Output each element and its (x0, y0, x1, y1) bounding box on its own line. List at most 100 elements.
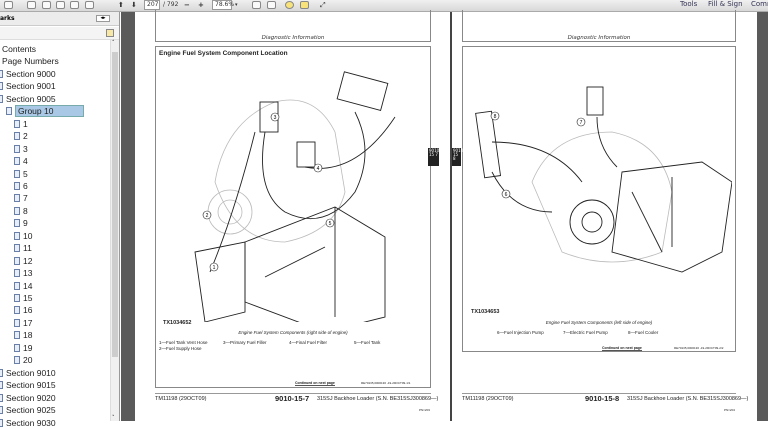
bookmark-icon (14, 144, 20, 153)
content-box (462, 46, 736, 352)
page-number-input[interactable]: 207 (144, 0, 160, 10)
bookmark-item[interactable]: 19 (14, 343, 32, 354)
bookmark-item[interactable]: Group 10 (6, 105, 85, 118)
bookmark-item[interactable]: Section 9001 (0, 81, 56, 92)
bookmark-icon (6, 107, 12, 116)
footer-rule (462, 393, 736, 394)
side-tab: 9010 15 8 (452, 148, 463, 166)
figure-caption: Engine Fuel System Components (left side… (545, 320, 653, 325)
bookmark-item[interactable]: 12 (14, 256, 32, 267)
bookmark-icon (14, 343, 20, 352)
bookmark-item[interactable]: Section 9000 (0, 69, 56, 80)
bookmark-item[interactable]: 16 (14, 305, 32, 316)
legend-item: 2—Fuel Supply Hose (159, 346, 202, 351)
legend-item: 7—Electric Fuel Pump (563, 330, 608, 335)
bookmark-icon (0, 418, 3, 427)
collapse-panel-button[interactable]: ◂▸ (96, 15, 110, 22)
prev-page-icon[interactable]: ⬆ (118, 1, 124, 9)
bookmark-label: Section 9000 (6, 68, 56, 79)
bookmark-item[interactable]: 13 (14, 268, 32, 279)
create-icon[interactable] (4, 1, 13, 9)
bookmark-item[interactable]: 1 (14, 119, 28, 130)
scroll-up-icon[interactable]: ˄ (112, 40, 115, 46)
bookmark-item[interactable]: Section 9010 (0, 368, 56, 379)
fullscreen-icon[interactable]: ⤢ (320, 1, 326, 9)
bookmark-item[interactable]: 3 (14, 144, 28, 155)
upload-icon[interactable] (42, 1, 51, 9)
bookmark-label: Section 9015 (6, 380, 56, 391)
bookmark-icon (14, 356, 20, 365)
highlight-icon[interactable] (300, 1, 309, 9)
bookmark-item[interactable]: Section 9020 (0, 393, 56, 404)
bookmark-item[interactable]: Section 9030 (0, 418, 56, 429)
bookmark-label: 10 (23, 230, 33, 241)
bookmark-item[interactable]: 4 (14, 156, 28, 167)
page-total: / 792 (163, 1, 179, 8)
legend-item: 1—Fuel Tank Vent Hose (159, 340, 208, 345)
bookmark-item[interactable]: 11 (14, 243, 32, 254)
bookmark-item[interactable]: 7 (14, 193, 28, 204)
bookmark-item[interactable]: Contents (2, 44, 36, 55)
bookmark-label: Section 9025 (6, 405, 56, 416)
footer-rule (155, 393, 431, 394)
bookmark-item[interactable]: 6 (14, 181, 28, 192)
fill-sign-tab[interactable]: Fill & Sign (708, 0, 743, 8)
comment-tab[interactable]: Comm (751, 0, 768, 8)
figure-id: TX1034652 (163, 320, 192, 326)
footer-page-number: 9010-15-7 (275, 394, 310, 403)
bookmark-label: 12 (23, 255, 33, 266)
scroll-down-icon[interactable]: ˅ (112, 415, 115, 421)
bookmark-icon (0, 69, 3, 78)
fit-width-icon[interactable] (267, 1, 276, 9)
tools-tab[interactable]: Tools (680, 0, 698, 8)
fit-page-icon[interactable] (252, 1, 261, 9)
bookmark-item[interactable]: Page Numbers (2, 56, 59, 67)
bookmarks-scrollbar[interactable]: ˄ ˅ (110, 40, 119, 421)
bookmark-item[interactable]: Section 9025 (0, 405, 56, 416)
bookmark-item[interactable]: 5 (14, 169, 28, 180)
bookmark-item[interactable]: 9 (14, 218, 28, 229)
print-icon[interactable] (70, 1, 79, 9)
save-icon[interactable] (56, 1, 65, 9)
header-box (462, 10, 736, 42)
bookmark-item[interactable]: 20 (14, 355, 32, 366)
zoom-in-icon[interactable]: + (198, 1, 204, 9)
bookmark-label: 2 (23, 131, 28, 142)
bookmark-label: 3 (23, 143, 28, 154)
bookmark-icon (14, 244, 20, 253)
document-viewer: Diagnostic Information Engine Fuel Syste… (121, 10, 768, 421)
bookmark-item[interactable]: 2 (14, 131, 28, 142)
zoom-input[interactable]: 78.6% (212, 0, 234, 10)
bookmark-icon (14, 157, 20, 166)
scrollbar-thumb[interactable] (112, 52, 118, 357)
bookmark-label: Section 9010 (6, 367, 56, 378)
callout-8: 8 (494, 114, 497, 120)
side-tab: 9010 15 7 (428, 148, 439, 166)
bookmark-item[interactable]: 8 (14, 206, 28, 217)
bookmark-item[interactable]: 14 (14, 281, 32, 292)
content-box (155, 46, 431, 388)
next-page-icon[interactable]: ⬇ (131, 1, 137, 9)
bookmark-item[interactable]: Section 9005 (0, 94, 56, 105)
bookmark-options-icon[interactable] (106, 29, 114, 37)
header-box (155, 10, 431, 42)
bookmark-label: 13 (23, 268, 33, 279)
bookmark-item[interactable]: Section 9015 (0, 380, 56, 391)
legend-item: 8—Fuel Cooler (628, 330, 659, 335)
email-icon[interactable] (85, 1, 94, 9)
ref-code: RE70135,0000130 -19-29OCT09-1/1 (361, 381, 411, 385)
bookmark-item[interactable]: 10 (14, 231, 32, 242)
bookmark-item[interactable]: 15 (14, 293, 32, 304)
edit-icon[interactable] (27, 1, 36, 9)
bookmark-item[interactable]: 17 (14, 318, 32, 329)
callout-5: 5 (329, 221, 332, 227)
fuel-system-diagram-left: 6 7 8 (475, 86, 732, 273)
comment-icon[interactable] (285, 1, 294, 9)
zoom-out-icon[interactable]: − (184, 1, 190, 9)
bookmark-icon (14, 306, 20, 315)
bookmark-label: 5 (23, 168, 28, 179)
bookmark-item[interactable]: 18 (14, 330, 32, 341)
bookmark-label: 1 (23, 118, 28, 129)
bookmark-icon (0, 94, 3, 103)
zoom-dropdown-icon[interactable]: ▾ (235, 2, 238, 8)
